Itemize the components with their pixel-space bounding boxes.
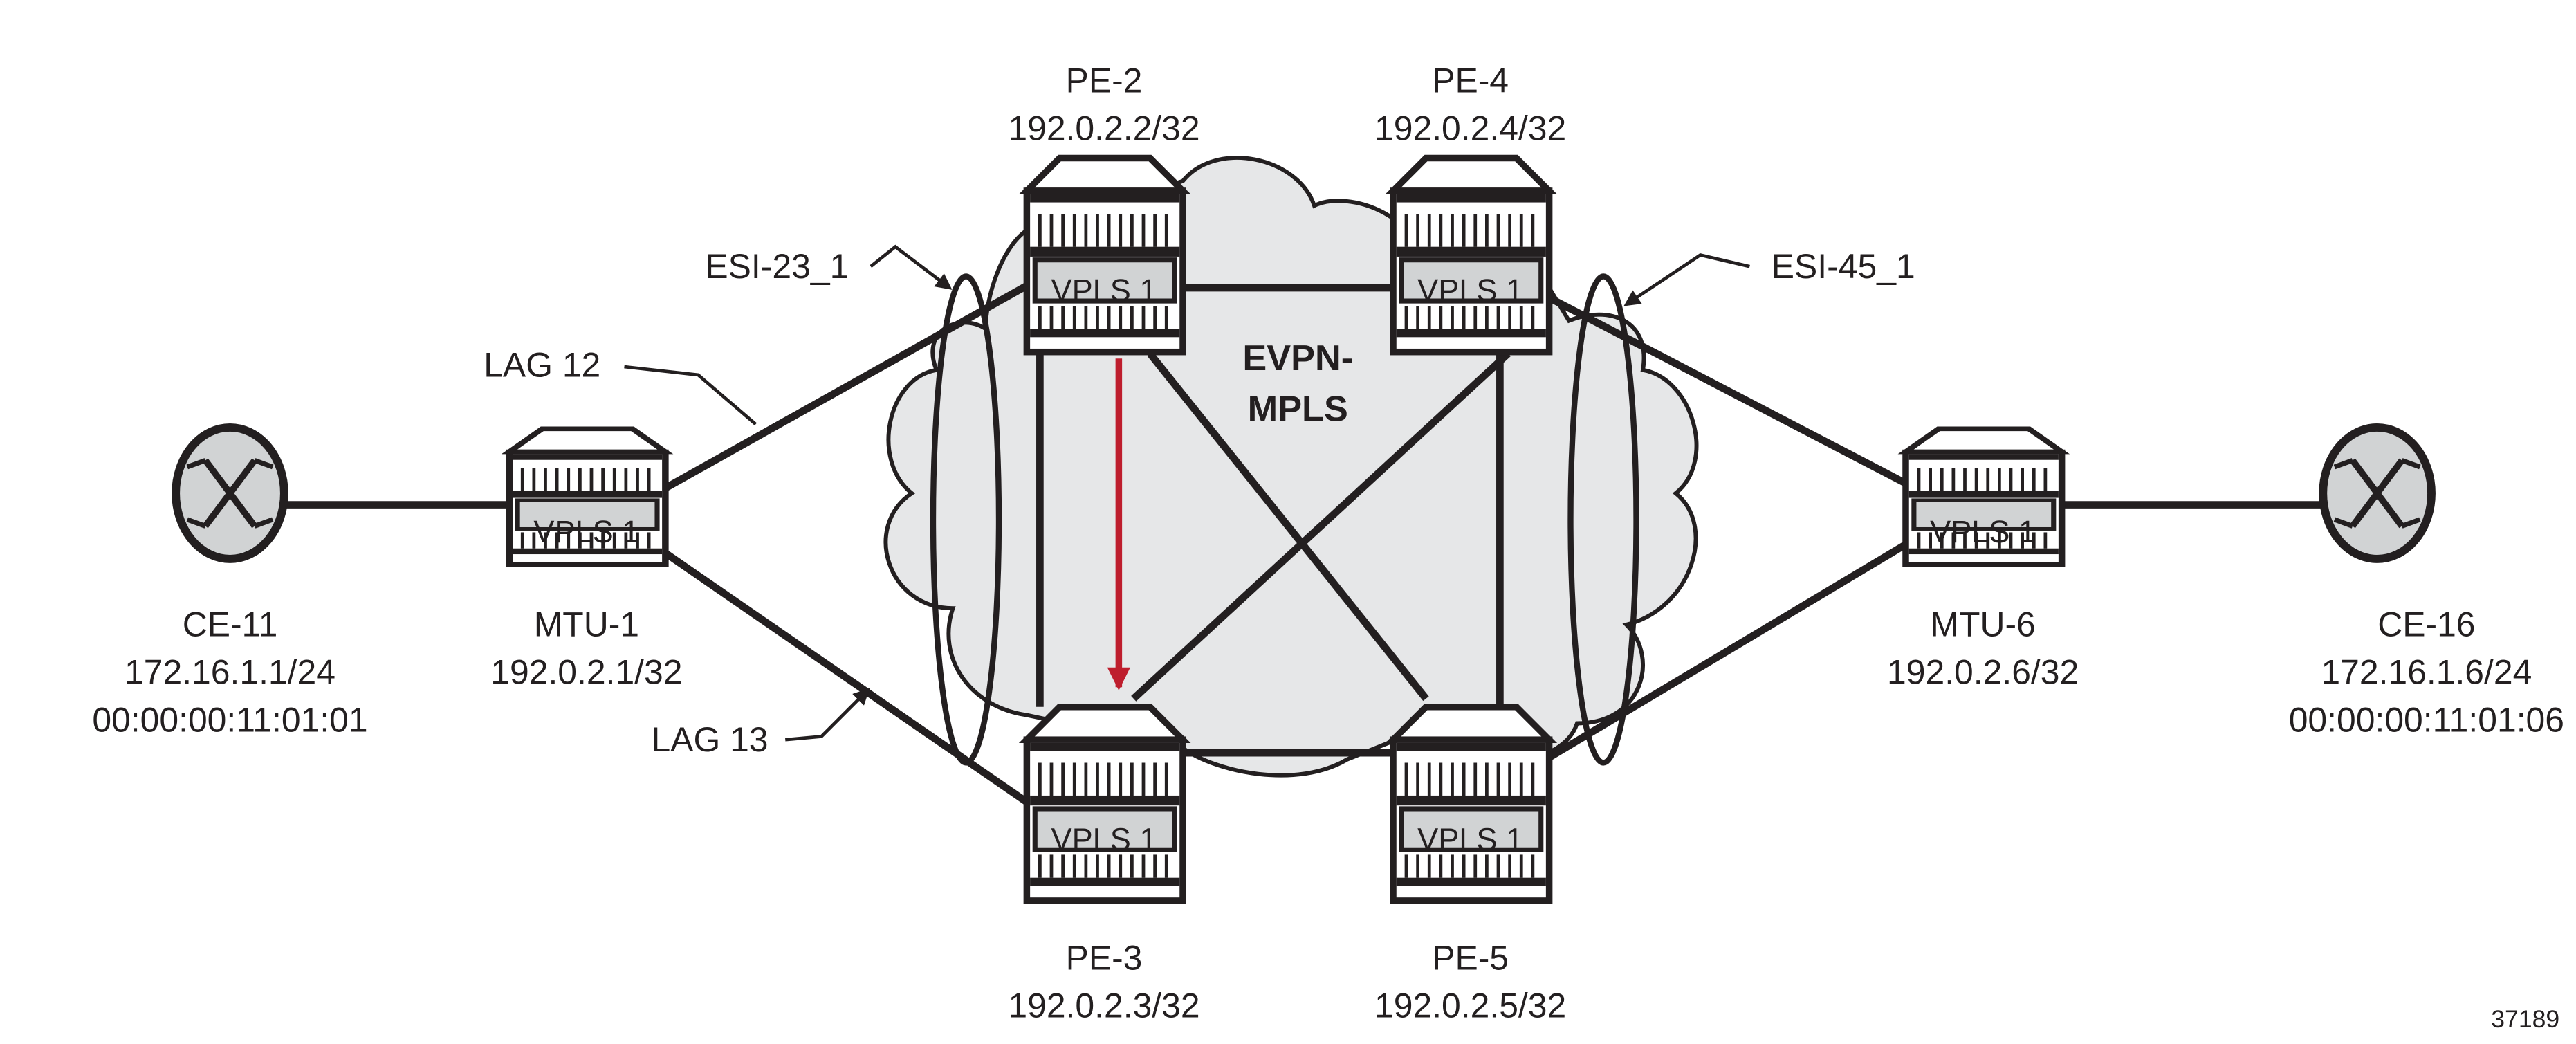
pe-4-ip: 192.0.2.4/32	[1374, 109, 1566, 147]
mtu-6-name: MTU-6	[1930, 605, 2035, 644]
ce-16-name: CE-16	[2377, 605, 2475, 644]
vpls-label: VPLS 1	[1051, 821, 1157, 857]
pe-2-ip: 192.0.2.2/32	[1008, 109, 1199, 147]
pe-3-name: PE-3	[1066, 939, 1143, 978]
lag-12-label: LAG 12	[484, 345, 600, 384]
esi-23-label: ESI-23_1	[705, 247, 849, 286]
esi-45-ellipse	[1567, 273, 1639, 766]
ce-16-mac: 00:00:00:11:01:06	[2289, 700, 2564, 739]
vpls-label: VPLS 1	[1930, 514, 2036, 549]
vpls-label: VPLS 1	[1417, 273, 1523, 308]
ce-11-ip: 172.16.1.1/24	[125, 652, 335, 691]
router-pe-3[interactable]	[1027, 707, 1183, 901]
lag-13-label: LAG 13	[651, 720, 768, 759]
cloud-label-line2: MPLS	[1248, 389, 1348, 429]
ce-16-icon[interactable]	[2323, 428, 2431, 559]
evpn-mpls-cloud	[883, 156, 1699, 778]
esi-23-leader	[870, 244, 953, 290]
router-pe-2[interactable]	[1027, 158, 1183, 351]
pe-2-name: PE-2	[1066, 61, 1143, 100]
vpls-label: VPLS 1	[533, 514, 639, 549]
cloud-label-line1: EVPN-	[1242, 338, 1353, 378]
vpls-label: VPLS 1	[1417, 821, 1523, 857]
router-pe-5[interactable]	[1393, 707, 1549, 901]
esi-45-label: ESI-45_1	[1772, 247, 1915, 286]
pe-5-name: PE-5	[1432, 939, 1509, 978]
mtu-6-ip: 192.0.2.6/32	[1887, 652, 2079, 691]
mtu-1-name: MTU-1	[534, 605, 639, 644]
pe-4-name: PE-4	[1432, 61, 1509, 100]
router-pe-4[interactable]	[1393, 158, 1549, 351]
lag-12-leader	[624, 365, 757, 425]
ce-16-ip: 172.16.1.6/24	[2321, 652, 2532, 691]
esi-45-leader	[1623, 253, 1750, 306]
lag-13-leader	[785, 688, 870, 742]
pe-5-ip: 192.0.2.5/32	[1374, 987, 1566, 1025]
mtu-1-ip: 192.0.2.1/32	[490, 652, 682, 691]
figure-id: 37189	[2491, 1005, 2559, 1033]
ce-11-mac: 00:00:00:11:01:01	[92, 700, 367, 739]
ce-11-icon[interactable]	[176, 428, 284, 559]
vpls-label: VPLS 1	[1051, 273, 1157, 308]
ce-11-name: CE-11	[183, 605, 278, 644]
links	[282, 280, 2325, 809]
pe-3-ip: 192.0.2.3/32	[1008, 987, 1199, 1025]
esi-23-ellipse	[930, 273, 1002, 766]
